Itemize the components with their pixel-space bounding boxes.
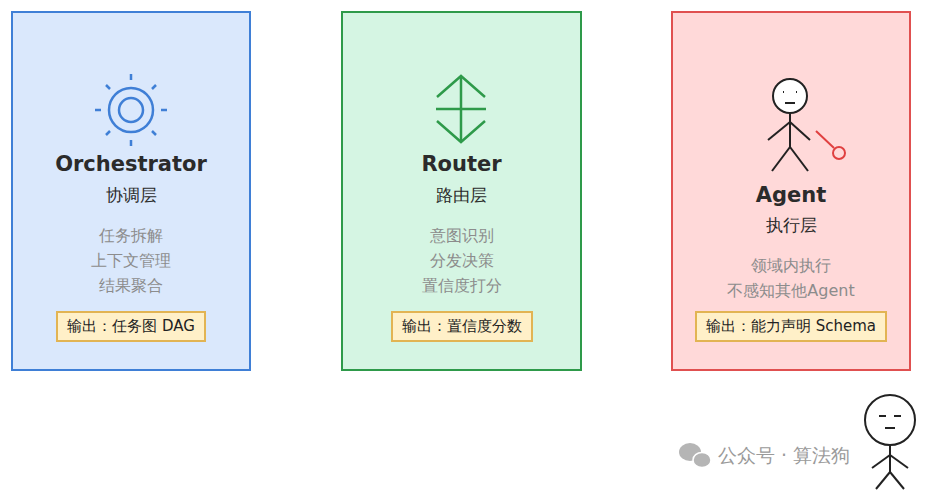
corner-figure	[865, 395, 915, 489]
layer-panel: Router 路由层意图识别分发决策置信度打分输出：置信度分数	[341, 11, 582, 371]
output-box: 输出：置信度分数	[391, 311, 533, 342]
layer-panel: Agent 执行层领域内执行不感知其他Agent 输出：能力声明 Schema	[671, 11, 911, 371]
gear-icon	[95, 74, 167, 146]
panel-fill	[11, 11, 251, 371]
layer-subtitle: 路由层	[436, 184, 487, 207]
duty-text: 分发决策	[430, 251, 494, 272]
layer-panel: Orchestrator 协调层任务拆解上下文管理结果聚合输出：任务图 DAG	[11, 11, 251, 371]
layer-subtitle: 执行层	[766, 214, 817, 237]
panel-fill	[671, 11, 911, 371]
layer-title: Agent	[756, 183, 827, 207]
output-label: 输出：置信度分数	[402, 317, 522, 336]
duty-text: 任务拆解	[99, 226, 163, 247]
duty-text: 领域内执行	[751, 256, 831, 277]
panel-fill	[341, 11, 582, 371]
layer-title: Orchestrator	[55, 152, 207, 176]
duty-text: 置信度打分	[422, 276, 502, 297]
wand	[816, 131, 845, 159]
duty-text: 不感知其他Agent	[727, 281, 854, 302]
layer-title: Router	[421, 152, 501, 176]
layer-subtitle: 协调层	[106, 184, 157, 207]
duty-text: 意图识别	[430, 226, 494, 247]
output-label: 输出：任务图 DAG	[67, 317, 195, 336]
agent-figure	[768, 79, 810, 171]
wechat-icon	[679, 443, 711, 468]
output-box: 输出：能力声明 Schema	[695, 311, 887, 342]
watermark: 公众号 · 算法狗	[718, 443, 850, 469]
output-box: 输出：任务图 DAG	[56, 311, 206, 342]
router-icon	[436, 76, 486, 142]
duty-text: 上下文管理	[91, 251, 171, 272]
duty-text: 结果聚合	[99, 276, 163, 297]
output-label: 输出：能力声明 Schema	[706, 317, 876, 336]
